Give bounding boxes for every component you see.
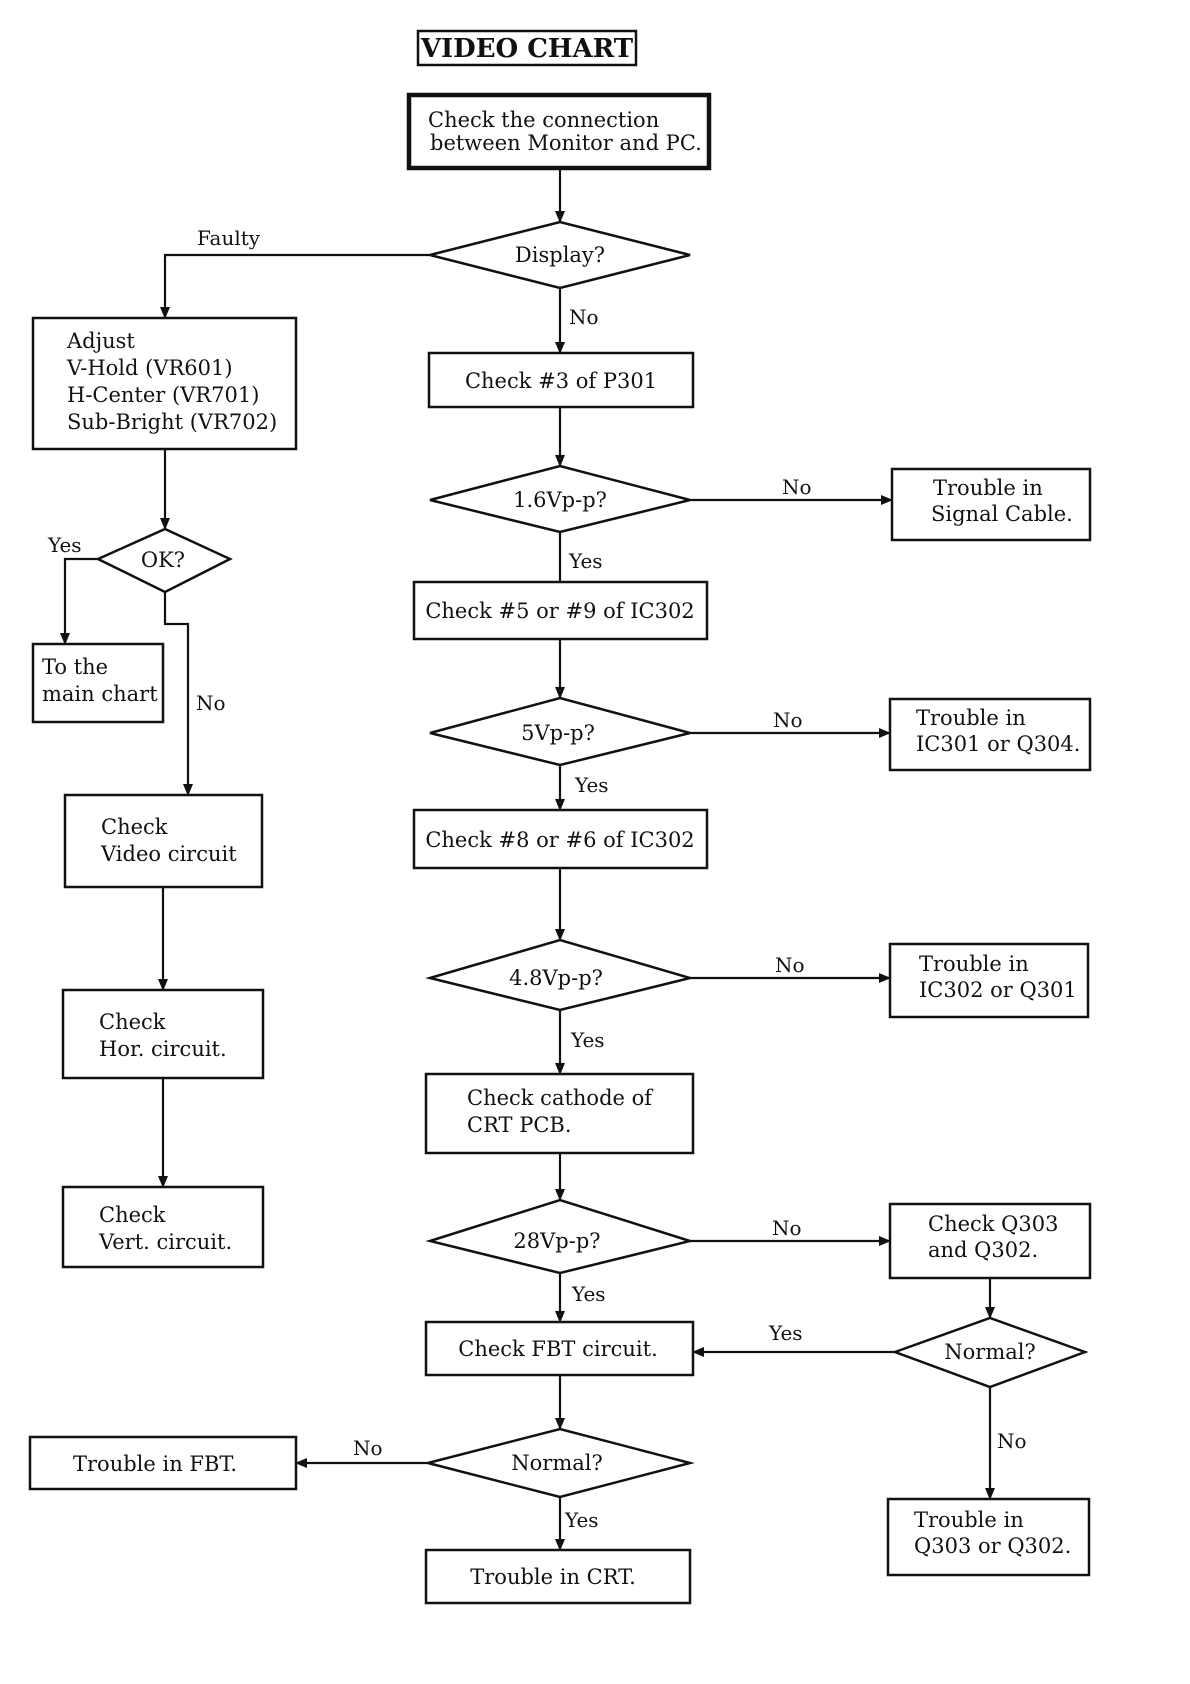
- flow-node-main-chart-text: To the main chart: [42, 655, 158, 706]
- flow-node-check-fbt: Check FBT circuit.: [424, 1320, 695, 1377]
- edge-display-faulty-to-adjust: [160, 253, 430, 319]
- connectors: [60, 168, 995, 1551]
- flow-node-check-hor-text: Check Hor. circuit.: [99, 1010, 227, 1061]
- flow-node-trouble-q303-text: Trouble in Q303 or Q302.: [914, 1508, 1071, 1558]
- edge-ok-yes-to-main-chart: [60, 557, 98, 645]
- edge-label-q28-yes: Yes: [571, 1282, 606, 1306]
- edge-label-normal-fbt-yes: Yes: [564, 1508, 599, 1532]
- decision-normal-right: Normal?: [891, 1316, 1089, 1389]
- edge-label-q5-no: No: [773, 708, 803, 732]
- decision-1-6vpp-text: 1.6Vp-p?: [513, 488, 607, 512]
- flow-node-adjust-text: Adjust V-Hold (VR601) H-Center (VR701) S…: [66, 329, 277, 434]
- decision-normal-right-text: Normal?: [944, 1340, 1035, 1364]
- edge-label-q16-yes: Yes: [568, 549, 603, 573]
- decision-5vpp: 5Vp-p?: [429, 696, 691, 767]
- flow-node-check-ic302-5-9: Check #5 or #9 of IC302: [412, 580, 709, 641]
- flow-node-check-q303: Check Q303 and Q302.: [888, 1202, 1092, 1280]
- flow-node-trouble-signal-cable: Trouble in Signal Cable.: [890, 467, 1092, 542]
- decision-28vpp-text: 28Vp-p?: [513, 1229, 600, 1253]
- flow-node-trouble-ic302: Trouble in IC302 or Q301: [888, 942, 1090, 1019]
- flow-node-trouble-q303: Trouble in Q303 or Q302.: [886, 1497, 1091, 1577]
- edge-label-q5-yes: Yes: [574, 773, 609, 797]
- flow-node-check-p301-text: Check #3 of P301: [465, 369, 657, 393]
- flow-node-check-video-text: Check Video circuit: [100, 815, 237, 866]
- edge-label-faulty: Faulty: [197, 226, 261, 250]
- edge-label-ok-yes: Yes: [47, 533, 82, 557]
- decision-normal-fbt-text: Normal?: [511, 1451, 602, 1475]
- flow-node-trouble-fbt-text: Trouble in FBT.: [73, 1452, 237, 1476]
- flow-node-check-q303-text: Check Q303 and Q302.: [928, 1212, 1065, 1262]
- edge-label-q28-no: No: [772, 1216, 802, 1240]
- decision-4-8vpp-text: 4.8Vp-p?: [509, 966, 603, 990]
- flow-node-check-vert: Check Vert. circuit.: [61, 1185, 265, 1269]
- decision-5vpp-text: 5Vp-p?: [521, 721, 595, 745]
- decision-1-6vpp: 1.6Vp-p?: [429, 464, 691, 534]
- decision-normal-fbt: Normal?: [427, 1427, 695, 1499]
- flow-node-trouble-crt: Trouble in CRT.: [424, 1548, 692, 1605]
- edge-ok-no-to-video: [163, 592, 193, 796]
- edge-label-normal-fbt-no: No: [353, 1436, 383, 1460]
- flow-node-trouble-ic301-text: Trouble in IC301 or Q304.: [916, 706, 1080, 756]
- flow-node-main-chart: To the main chart: [31, 642, 165, 724]
- flow-node-check-ic302-8-6-text: Check #8 or #6 of IC302: [425, 828, 694, 852]
- flow-node-trouble-ic302-text: Trouble in IC302 or Q301: [919, 952, 1077, 1002]
- decision-4-8vpp: 4.8Vp-p?: [425, 938, 695, 1012]
- edge-label-q48-no: No: [775, 953, 805, 977]
- flow-node-check-cathode-text: Check cathode of CRT PCB.: [467, 1086, 659, 1137]
- flow-node-trouble-crt-text: Trouble in CRT.: [470, 1565, 636, 1589]
- decision-28vpp: 28Vp-p?: [425, 1198, 695, 1275]
- decision-ok: OK?: [95, 527, 233, 594]
- decision-ok-text: OK?: [141, 548, 185, 572]
- chart-title-text: VIDEO CHART: [420, 34, 634, 64]
- edge-label-display-no: No: [569, 305, 599, 329]
- edge-label-q48-yes: Yes: [570, 1028, 605, 1052]
- flow-node-check-vert-text: Check Vert. circuit.: [98, 1203, 232, 1254]
- flow-node-trouble-signal-cable-text: Trouble in Signal Cable.: [931, 476, 1073, 526]
- flow-node-adjust: Adjust V-Hold (VR601) H-Center (VR701) S…: [31, 316, 298, 451]
- flow-node-trouble-fbt: Trouble in FBT.: [28, 1435, 298, 1491]
- decision-display: Display?: [429, 220, 691, 290]
- flow-node-start: Check the connection between Monitor and…: [406, 92, 712, 171]
- flow-node-check-cathode: Check cathode of CRT PCB.: [424, 1072, 695, 1155]
- flow-node-trouble-ic301: Trouble in IC301 or Q304.: [888, 697, 1092, 772]
- edge-label-normal-right-no: No: [997, 1429, 1027, 1453]
- edge-label-ok-no: No: [196, 691, 226, 715]
- edge-label-normal-right-yes: Yes: [768, 1321, 803, 1345]
- decision-display-text: Display?: [515, 243, 605, 267]
- flow-node-check-ic302-5-9-text: Check #5 or #9 of IC302: [425, 599, 694, 623]
- flow-node-check-ic302-8-6: Check #8 or #6 of IC302: [412, 808, 709, 870]
- flow-node-start-text: Check the connection between Monitor and…: [428, 108, 702, 155]
- flow-node-check-p301: Check #3 of P301: [427, 351, 695, 409]
- flow-node-check-video: Check Video circuit: [63, 793, 264, 889]
- flow-node-check-hor: Check Hor. circuit.: [61, 988, 265, 1080]
- flow-node-check-fbt-text: Check FBT circuit.: [458, 1337, 658, 1361]
- chart-title: VIDEO CHART: [416, 29, 638, 67]
- edge-label-q16-no: No: [782, 475, 812, 499]
- edge-labels: Faulty No No Yes Yes No No Yes No Yes No…: [47, 226, 1027, 1532]
